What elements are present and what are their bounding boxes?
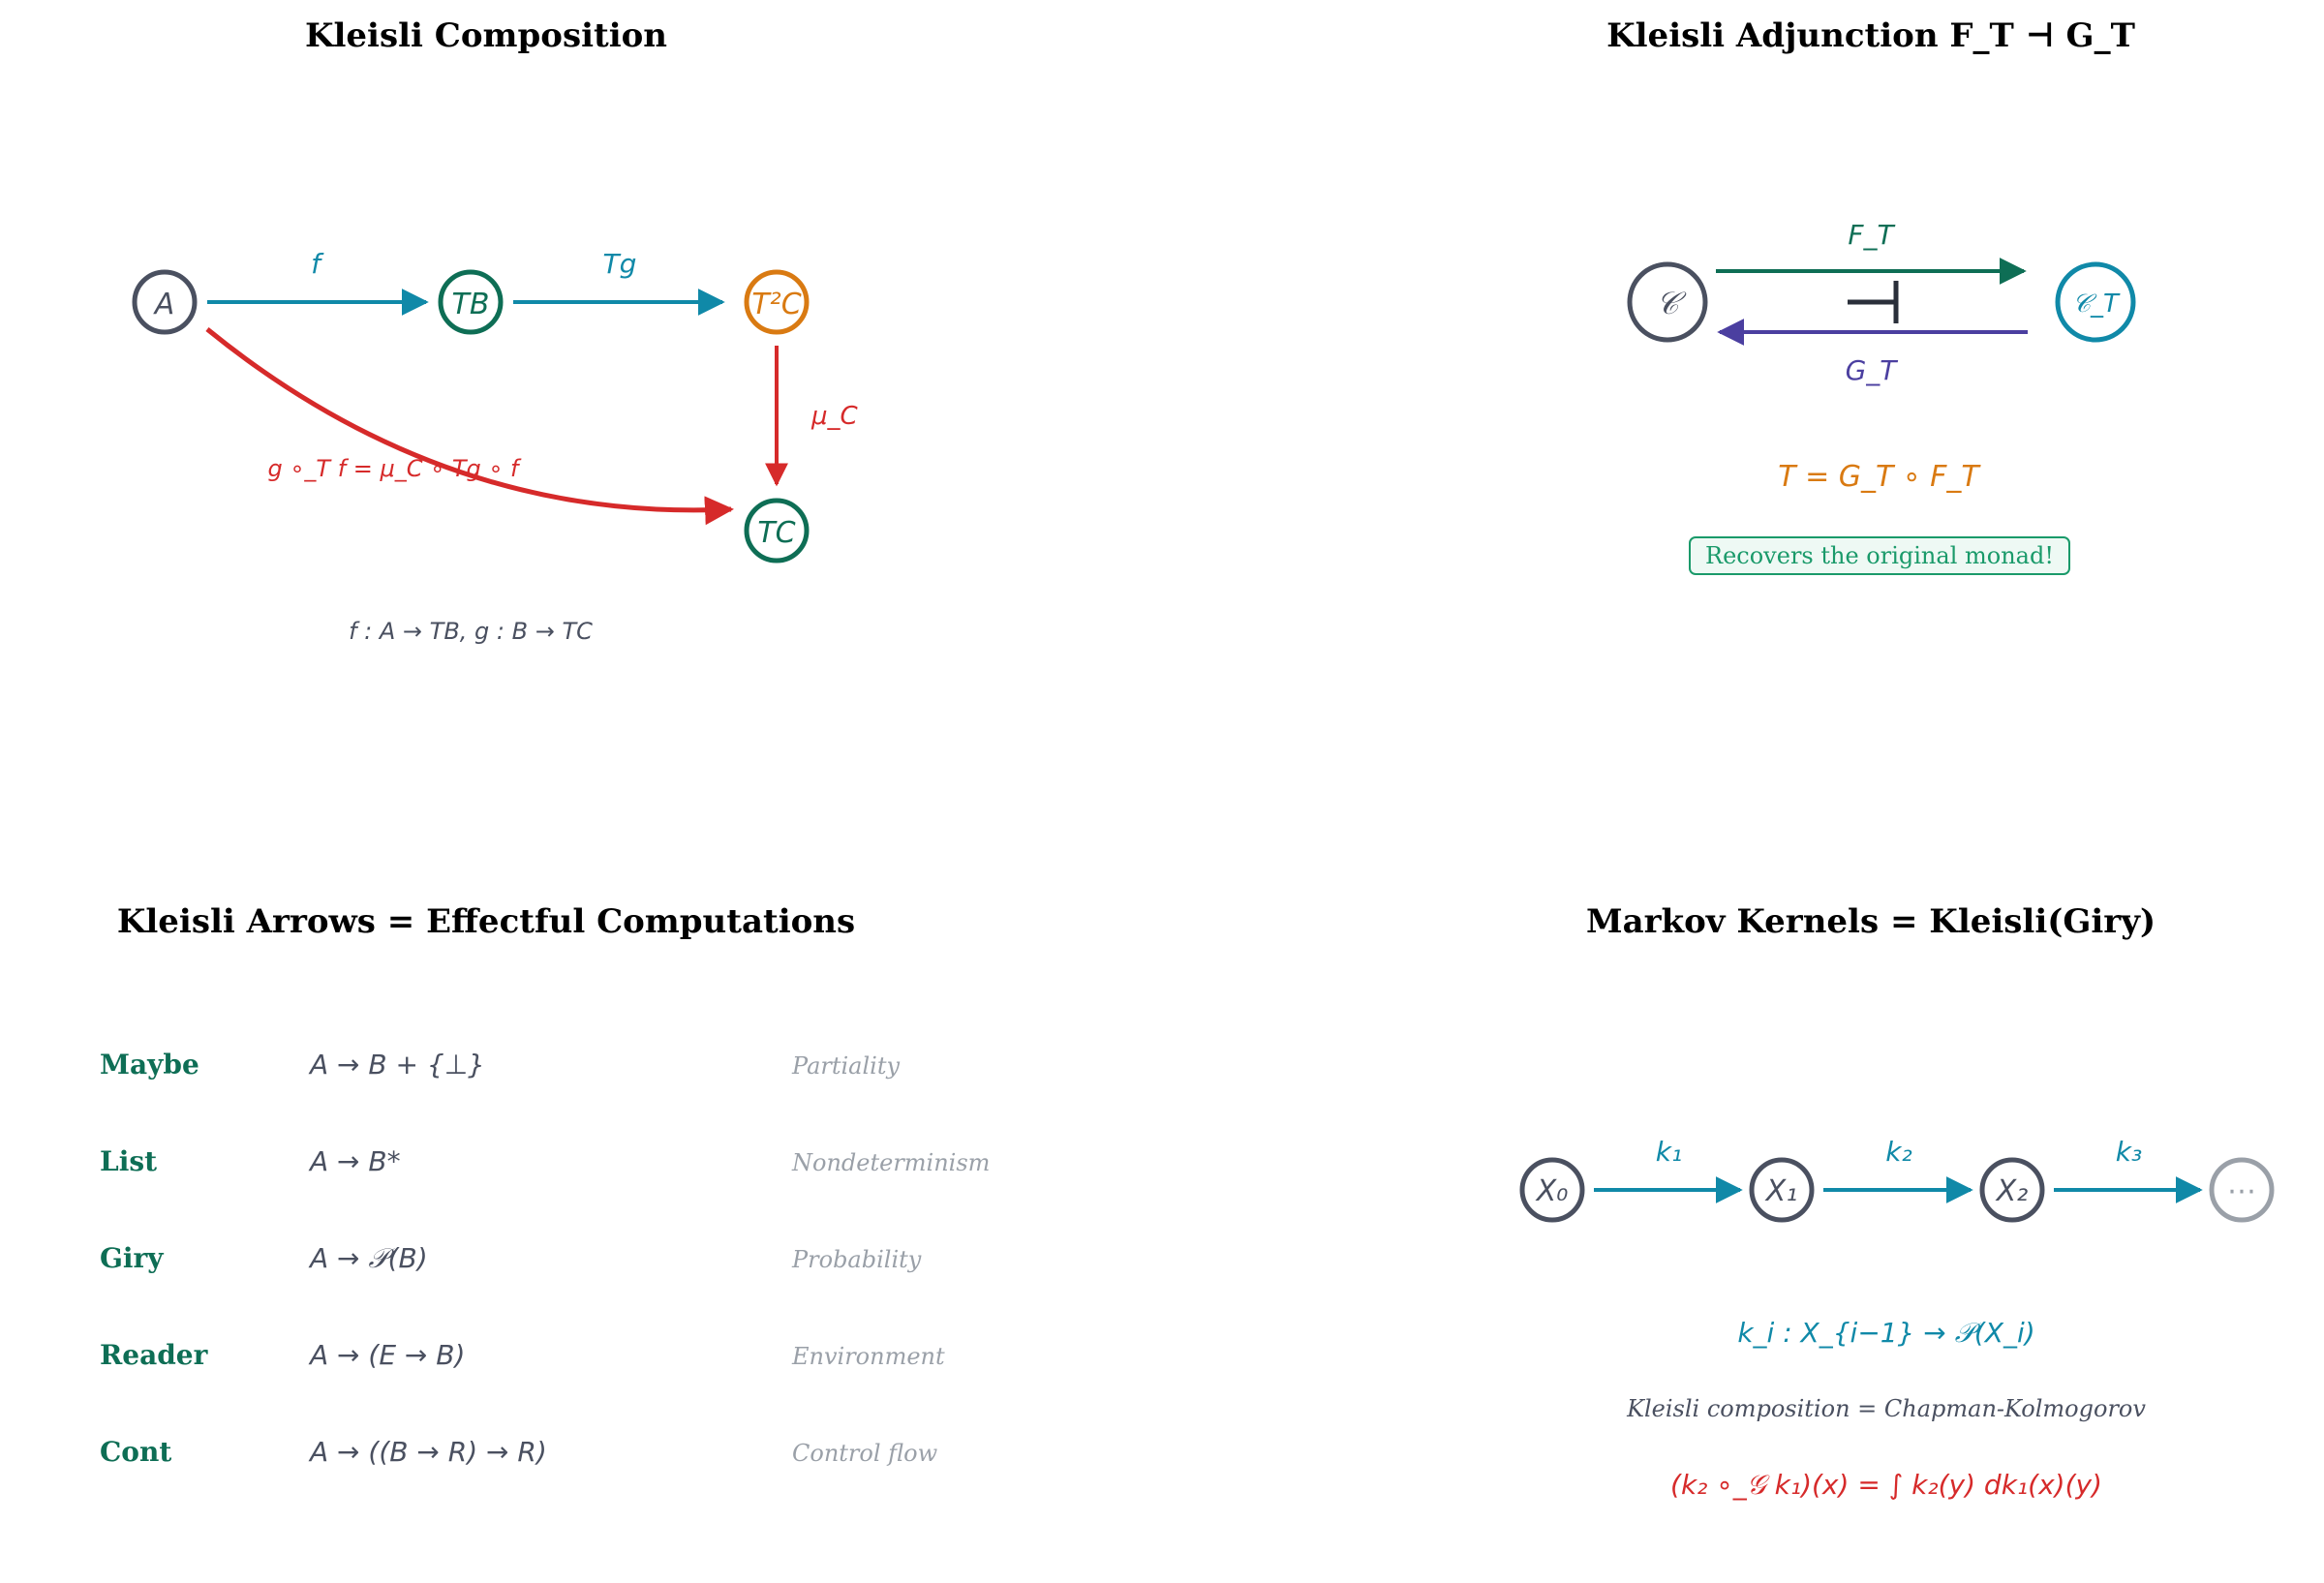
- node-tb-label: TB: [452, 288, 490, 321]
- effect-name: List: [100, 1145, 157, 1177]
- effect-name: Maybe: [100, 1049, 199, 1081]
- label-free-functor: F_T: [1848, 219, 1895, 251]
- arrows-title: Kleisli Arrows = Effectful Computations: [117, 902, 855, 941]
- effect-type: A → (E → B): [308, 1339, 465, 1371]
- node-a-label: A: [153, 288, 175, 321]
- effect-name: Cont: [100, 1436, 171, 1468]
- kernel-type: k_i : X_{i−1} → 𝒫(X_i): [1737, 1317, 2034, 1349]
- label-f: f: [311, 248, 324, 280]
- effect-row: Giry A → 𝒫(B) Probability: [100, 1242, 922, 1274]
- node-ct: 𝒞_T: [2055, 261, 2136, 343]
- markov-node-ellipsis: ⋯: [2209, 1157, 2275, 1223]
- composition-signature: f : A → TB, g : B → TC: [349, 618, 593, 645]
- adjoint-symbol: [1848, 281, 1899, 323]
- markov-node-label: ⋯: [2227, 1174, 2256, 1208]
- monad-badge: Recovers the original monad!: [1689, 536, 2070, 575]
- node-tb: TB: [438, 269, 504, 335]
- markov-node-label: X₁: [1764, 1174, 1798, 1208]
- adjunction-title: Kleisli Adjunction F_T ⊣ G_T: [1606, 16, 2135, 55]
- markov-node: X₂: [1979, 1157, 2045, 1223]
- effect-row: Reader A → (E → B) Environment: [100, 1339, 945, 1371]
- markov-node: X₁: [1749, 1157, 1815, 1223]
- markov-chain: k₁ k₂ k₃ X₀ X₁ X₂ ⋯: [1519, 1136, 2275, 1223]
- kernel-label: k₁: [1656, 1136, 1682, 1168]
- chapman-kolmogorov-note: Kleisli composition = Chapman-Kolmogorov: [1626, 1395, 2146, 1422]
- label-mu: μ_C: [810, 402, 859, 431]
- composition-title: Kleisli Composition: [305, 16, 667, 55]
- panel-kleisli-adjunction: Kleisli Adjunction F_T ⊣ G_T 𝒞 𝒞_T F_T G…: [1606, 16, 2136, 575]
- effect-row: Cont A → ((B → R) → R) Control flow: [100, 1436, 938, 1468]
- monad-badge-text: Recovers the original monad!: [1705, 542, 2054, 569]
- markov-node-label: X₀: [1535, 1174, 1569, 1208]
- node-t2c-label: T²C: [751, 288, 801, 321]
- effect-description: Partiality: [791, 1052, 900, 1080]
- node-t2c: T²C: [744, 269, 810, 335]
- markov-title: Markov Kernels = Kleisli(Giry): [1586, 902, 2156, 941]
- kernel-label: k₃: [2116, 1136, 2142, 1168]
- markov-node-label: X₂: [1995, 1174, 2029, 1208]
- chapman-kolmogorov-formula: (k₂ ∘_𝒢 k₁)(x) = ∫ k₂(y) dk₁(x)(y): [1670, 1469, 2102, 1501]
- kernel-label: k₂: [1885, 1136, 1911, 1168]
- effect-row: Maybe A → B + {⊥} Partiality: [100, 1049, 900, 1081]
- panel-kleisli-composition: Kleisli Composition A TB T²C TC f Tg μ_C…: [132, 16, 859, 645]
- effect-description: Probability: [791, 1246, 922, 1273]
- node-a: A: [132, 269, 198, 335]
- effect-description: Nondeterminism: [791, 1149, 990, 1176]
- effect-type: A → ((B → R) → R): [308, 1436, 547, 1468]
- effect-description: Environment: [791, 1343, 945, 1370]
- effect-row: List A → B* Nondeterminism: [100, 1145, 990, 1177]
- effect-type: A → 𝒫(B): [308, 1242, 428, 1274]
- effect-type: A → B + {⊥}: [308, 1049, 485, 1081]
- markov-node: X₀: [1519, 1157, 1585, 1223]
- effect-type: A → B*: [308, 1145, 401, 1177]
- node-ct-label: 𝒞_T: [2072, 289, 2121, 319]
- label-composite: g ∘_T f = μ_C ∘ Tg ∘ f: [268, 455, 522, 482]
- node-c: 𝒞: [1627, 261, 1708, 343]
- label-tg: Tg: [603, 248, 637, 280]
- effect-name: Reader: [100, 1339, 209, 1371]
- effect-description: Control flow: [792, 1440, 938, 1467]
- panel-markov-kernels: Markov Kernels = Kleisli(Giry) k₁ k₂ k₃ X₀ X…: [1519, 902, 2275, 1501]
- arrow-composite: [205, 327, 734, 526]
- node-tc: TC: [744, 498, 810, 563]
- effect-name: Giry: [100, 1242, 164, 1274]
- node-tc-label: TC: [757, 516, 795, 550]
- panel-kleisli-arrows: Kleisli Arrows = Effectful Computations …: [100, 902, 990, 1468]
- adjunction-equation: T = G_T ∘ F_T: [1778, 460, 1981, 494]
- label-forgetful-functor: G_T: [1846, 354, 1899, 386]
